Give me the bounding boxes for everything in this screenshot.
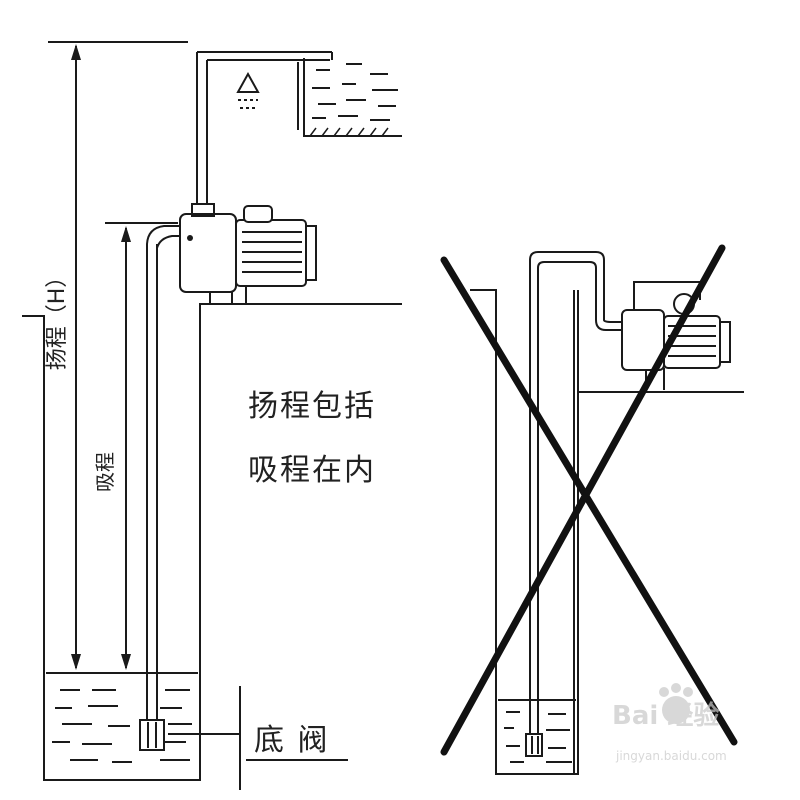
watermark-brand: Bai 经验 — [612, 700, 719, 731]
water-ripples-left — [52, 689, 192, 763]
water-level-icon-dashes — [238, 99, 258, 109]
foot-valve-label: 底 阀 — [254, 723, 330, 758]
correct-installation — [22, 41, 402, 790]
pump-bolt — [187, 235, 193, 241]
pump-body-left — [179, 213, 237, 293]
suction-lift-arrow-top — [121, 226, 131, 242]
paw-logo-icon — [659, 683, 693, 724]
watermark: Bai 经验 jingyan.baidu.com — [612, 683, 727, 763]
suction-pipe-bend-inner — [156, 235, 184, 249]
suction-pipe-bend-outer — [146, 225, 184, 245]
upper-tank-wall — [303, 58, 402, 137]
total-head-arrow-bottom — [71, 654, 81, 670]
suction-lift-arrow-bottom — [121, 654, 131, 670]
note-line-2: 吸程在内 — [248, 453, 376, 488]
suction-pipe-to-pump-a — [595, 319, 624, 331]
motor-end-cap — [719, 321, 731, 363]
pump-outlet-flange — [191, 203, 215, 217]
suction-lift-label: 吸程 — [93, 452, 117, 492]
well-wall-right — [470, 289, 579, 775]
foot-valve-right — [525, 733, 543, 757]
water-ripples-right — [504, 711, 572, 763]
watermark-url: jingyan.baidu.com — [615, 749, 727, 763]
water-level-icon — [236, 71, 260, 93]
terminal-box — [243, 205, 273, 223]
motor-end-cap — [305, 225, 317, 281]
total-head-label: 扬程（H） — [45, 266, 70, 371]
upper-tank-water — [312, 63, 398, 121]
well-wall-left — [22, 303, 402, 781]
suction-pipe-loop-inner — [537, 261, 597, 320]
suction-pipe-loop-outer — [529, 251, 605, 320]
ground-right — [577, 290, 744, 393]
incorrect-cross-mark — [440, 244, 738, 756]
total-head-arrow-top — [71, 44, 81, 60]
upper-tank-ground-hatch — [309, 127, 389, 137]
suction-pipe-to-pump-b — [603, 319, 624, 323]
note-line-1: 扬程包括 — [248, 389, 376, 424]
foot-valve — [139, 719, 165, 751]
motor-cooling-fins — [242, 231, 302, 273]
